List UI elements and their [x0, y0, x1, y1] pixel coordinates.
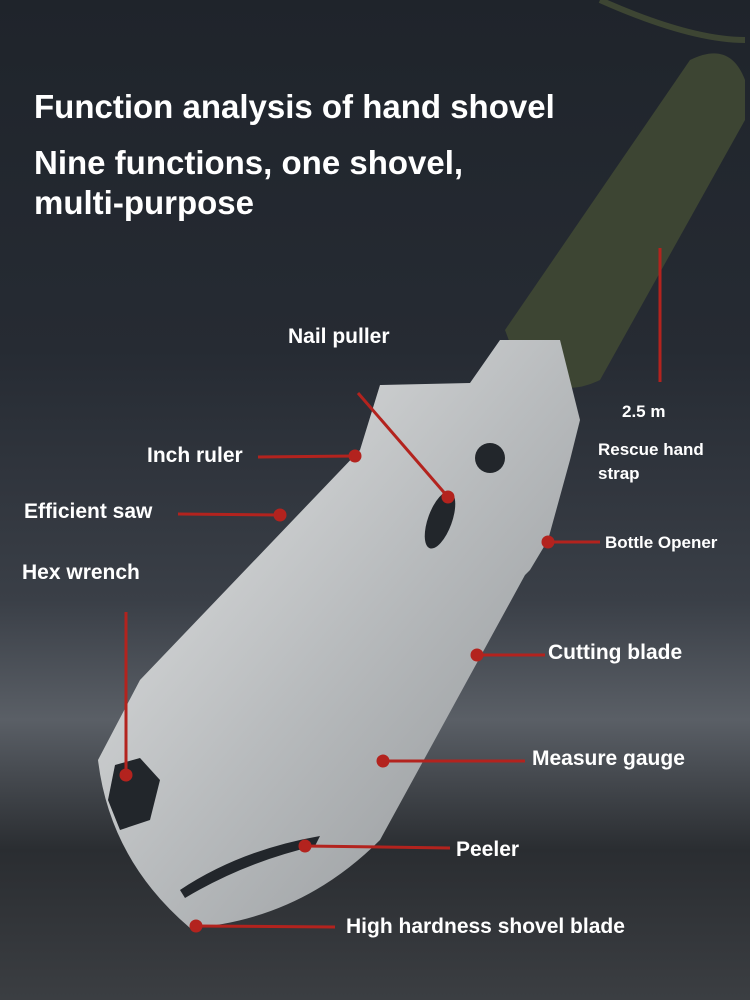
- hole-icon: [475, 443, 505, 473]
- peeler-line: [304, 844, 451, 850]
- label-measure-gauge: Measure gauge: [532, 747, 685, 770]
- inch-ruler-line: [257, 454, 356, 459]
- label-rescue-strap-2: strap: [598, 464, 640, 483]
- nail-puller-slot: [424, 491, 456, 549]
- label-hex-wrench: Hex wrench: [22, 561, 140, 584]
- title-line-2: Nine functions, one shovel,: [34, 144, 464, 181]
- label-efficient-saw: Efficient saw: [24, 500, 153, 523]
- label-nail-puller: Nail puller: [288, 325, 390, 348]
- label-inch-ruler: Inch ruler: [147, 444, 243, 467]
- nail-puller-line: [356, 392, 450, 498]
- peeler-slot: [180, 836, 320, 898]
- label-strap-length: 2.5 m: [622, 402, 666, 421]
- leader-lines: [119, 248, 662, 933]
- title-line-1: Function analysis of hand shovel: [34, 88, 555, 125]
- label-cutting-blade: Cutting blade: [548, 641, 683, 664]
- shovel-blade: [98, 340, 580, 928]
- label-rescue-strap-1: Rescue hand: [598, 440, 704, 459]
- handle-cord: [505, 0, 746, 388]
- label-peeler: Peeler: [456, 838, 520, 861]
- title-line-3: multi-purpose: [34, 184, 254, 221]
- shovel-blade-line: [195, 924, 336, 929]
- label-bottle-opener: Bottle Opener: [605, 533, 718, 552]
- saw-line: [177, 512, 281, 517]
- label-shovel-blade: High hardness shovel blade: [346, 915, 625, 938]
